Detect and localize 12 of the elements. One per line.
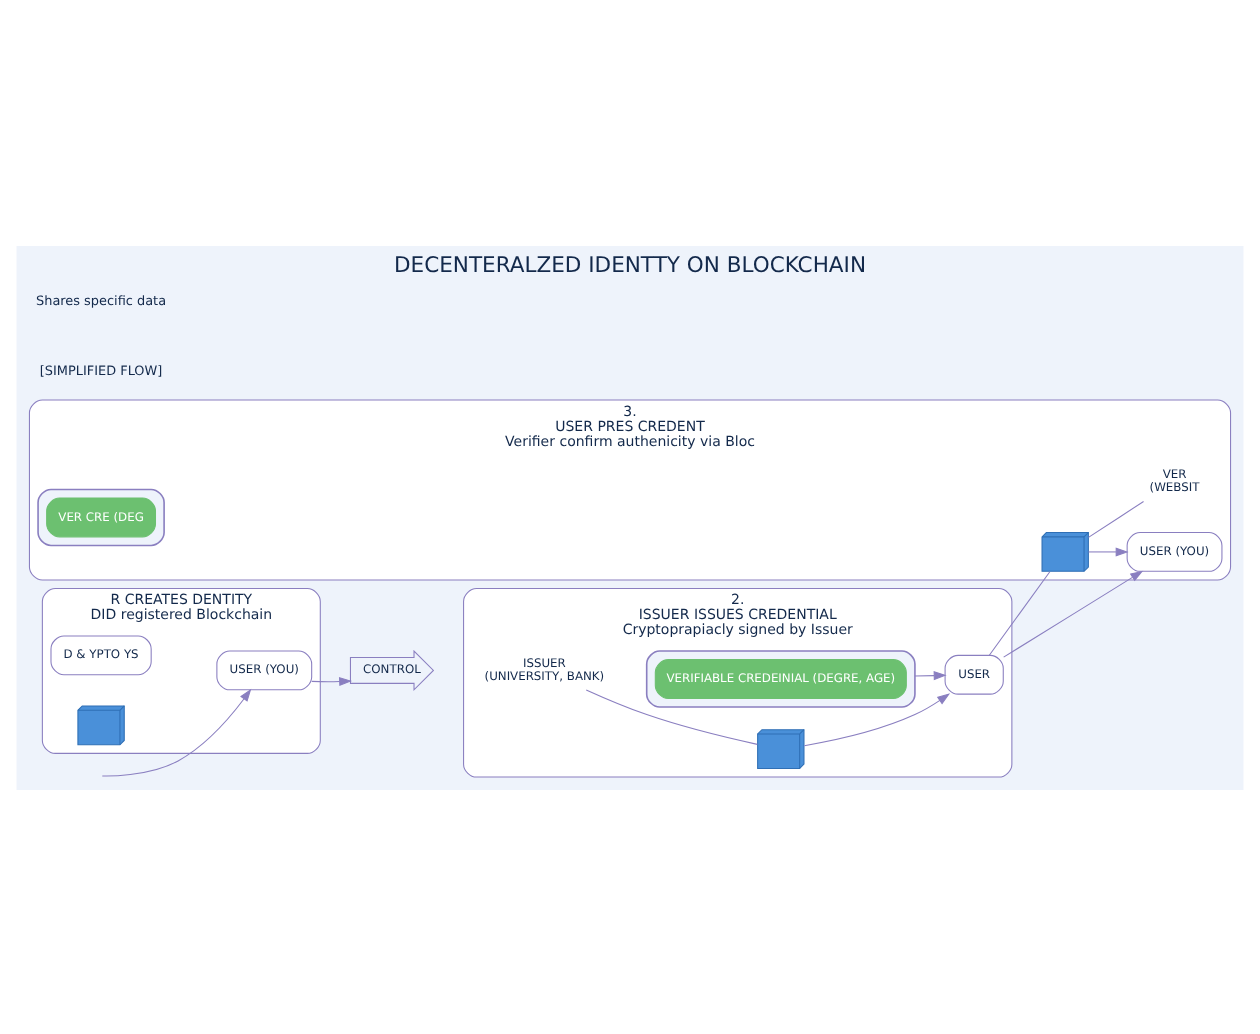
arrow [1003, 569, 1144, 657]
cluster [645, 649, 916, 707]
diagram-title: DECENTERALZED IDENTTY ON BLOCKCHAIN [393, 250, 867, 277]
arrow [803, 692, 951, 746]
arrow [101, 687, 252, 776]
connector [1087, 499, 1145, 537]
arrow [914, 670, 947, 680]
connector [988, 570, 1051, 655]
arrow [1087, 546, 1129, 556]
cluster [37, 487, 165, 546]
connector [585, 688, 758, 744]
arrow [311, 676, 353, 686]
